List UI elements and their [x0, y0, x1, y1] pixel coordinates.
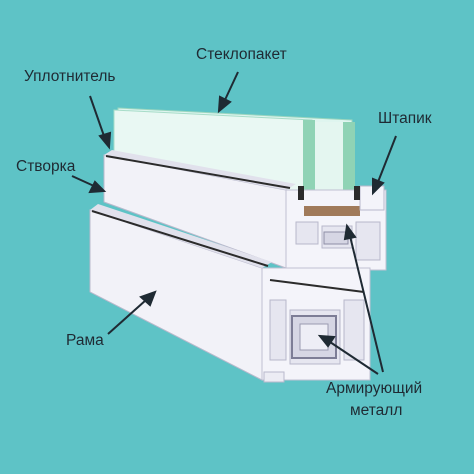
reinforcement-label-line2: металл — [350, 402, 403, 419]
frame-chamber-1 — [269, 299, 287, 361]
glass-unit-leader — [223, 71, 239, 103]
seal-leader — [89, 95, 105, 137]
leader-lines — [71, 71, 397, 375]
glass-seal — [298, 186, 304, 200]
frame-seal-line — [91, 210, 269, 267]
sash-profile — [103, 150, 387, 271]
sash-chamber-3 — [355, 221, 381, 261]
frame-foot — [263, 371, 285, 383]
frame-label: Рама — [66, 332, 104, 349]
glass-gap — [315, 122, 343, 198]
frame-profile — [89, 204, 371, 383]
frame-chamber-3 — [343, 299, 365, 361]
bead-label: Штапик — [378, 110, 432, 127]
bead-arrowhead — [372, 177, 385, 196]
spacer — [304, 206, 360, 216]
steel-leader-1 — [349, 235, 384, 373]
sash-seal-line — [105, 155, 291, 189]
sash-arrowhead — [88, 180, 107, 194]
steel-leader-2 — [329, 341, 379, 375]
steel-arrowhead-1 — [343, 223, 357, 241]
sash-chamber-1 — [295, 221, 319, 245]
glass-edge-back — [343, 122, 355, 198]
seal-label: Уплотнитель — [24, 68, 116, 85]
seal-arrowhead — [98, 131, 112, 150]
sash-label: Створка — [16, 158, 76, 175]
bead-leader — [377, 135, 397, 183]
frame-leader — [107, 299, 147, 335]
glass-unit-arrowhead — [217, 95, 232, 114]
sash-frame-seal — [269, 279, 365, 293]
reinforcement-label-line1: Армирующий — [326, 380, 423, 397]
glass-unit-label: Стеклопакет — [196, 46, 287, 63]
glass-edge-front — [303, 120, 315, 198]
sash-leader — [71, 175, 95, 187]
frame-arrowhead — [139, 290, 157, 307]
bead-seal — [354, 186, 360, 200]
glass-unit — [113, 107, 355, 199]
steel-arrowhead-2 — [317, 334, 336, 348]
